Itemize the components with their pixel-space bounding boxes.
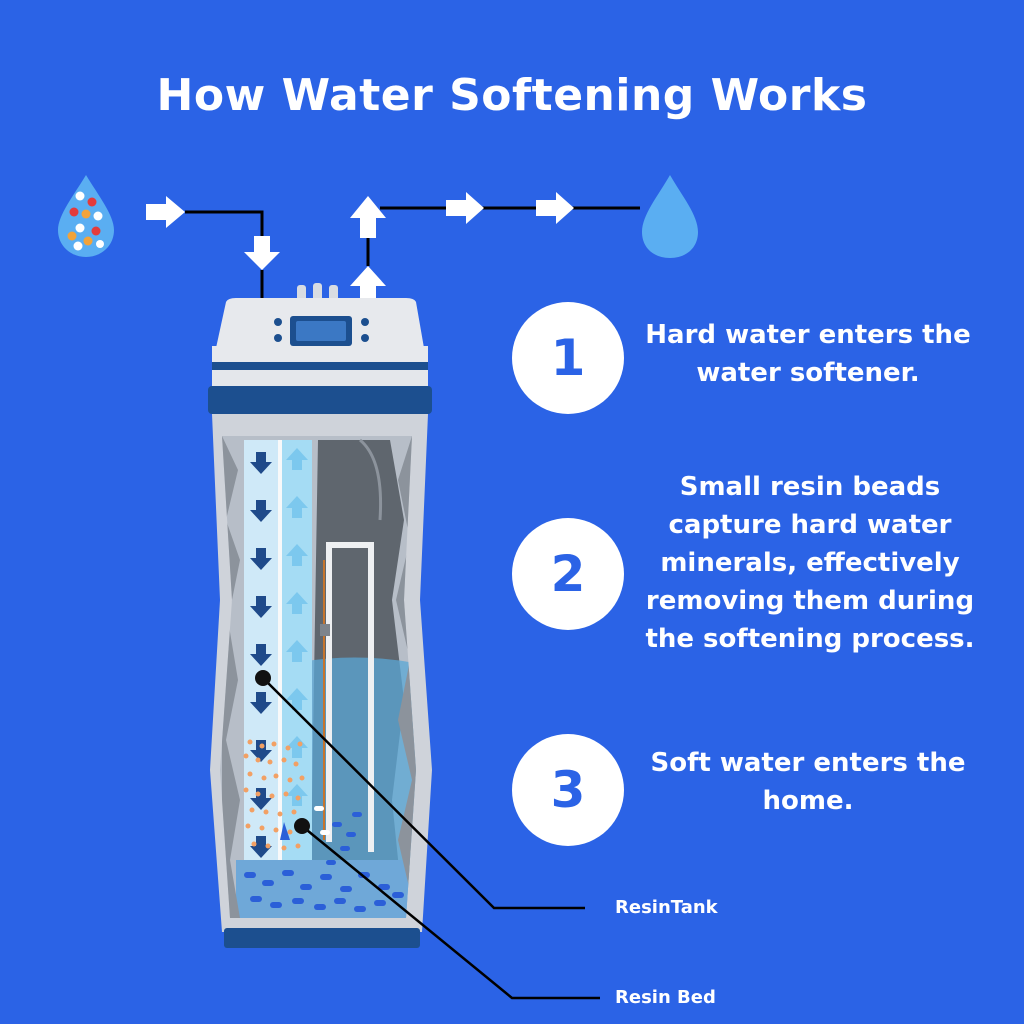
page-title: How Water Softening Works (156, 70, 868, 121)
step-2-text: Small resin beads capture hard water min… (645, 472, 975, 654)
tank-body (210, 414, 432, 948)
arrow-right-icon (446, 192, 484, 224)
arrow-up-icon (350, 266, 386, 302)
callout-lines (262, 677, 600, 1000)
outflow-arrows (286, 448, 308, 806)
resin-bed-label: Resin Bed (615, 987, 716, 1008)
mineral-particle (314, 806, 324, 811)
step-3-badge: 3 (512, 734, 624, 846)
resin-column-divider (278, 440, 282, 860)
step-1-text: Hard water enters the water softener. (645, 320, 971, 388)
callout-dot (294, 818, 310, 834)
arrow-down-icon (244, 236, 280, 270)
arrow-right-icon (146, 196, 185, 228)
hard-water-drop-icon (58, 175, 114, 257)
resin-tank-label: ResinTank (615, 897, 718, 918)
mineral-particle (320, 830, 330, 835)
callout-dot (255, 670, 271, 686)
arrow-up-icon (350, 196, 386, 238)
soft-water-drop-icon (642, 175, 698, 258)
step-1-badge: 1 (512, 302, 624, 414)
step-2-badge: 2 (512, 518, 624, 630)
control-head (208, 298, 432, 414)
mineral-particle (280, 822, 290, 840)
arrow-right-icon (536, 192, 574, 224)
resin-beads (244, 812, 404, 912)
mineral-dots (243, 739, 307, 851)
step-3-text: Soft water enters the home. (650, 748, 966, 816)
inflow-arrows (250, 452, 272, 858)
